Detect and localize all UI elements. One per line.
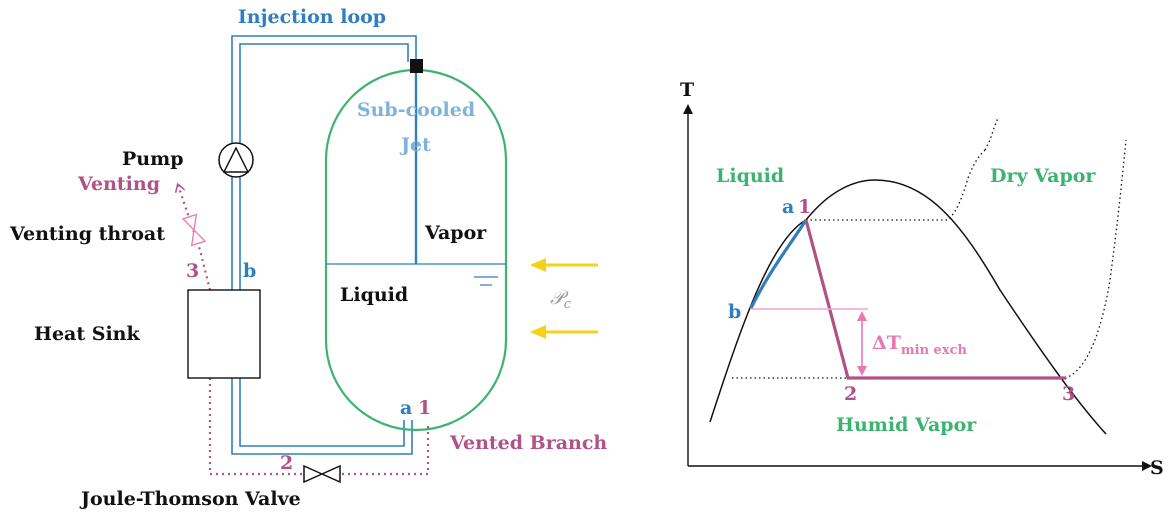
venting-line: [178, 185, 212, 291]
venting-label: Venting: [77, 173, 160, 195]
heat-power-subscript: c: [564, 297, 572, 312]
injection-nozzle: [410, 59, 423, 73]
venting-throat-valve: [181, 213, 207, 247]
joule-thomson-valve-icon: [303, 464, 341, 484]
pump-label: Pump: [122, 148, 184, 170]
liquid-region-label: Liquid: [716, 165, 784, 187]
pump-icon: [218, 142, 254, 178]
injection-loop-label: Injection loop: [238, 6, 386, 28]
heat-power-label: 𝒫c: [550, 287, 572, 312]
expansion-path: [804, 219, 1066, 380]
heat-sink-box: [187, 289, 261, 379]
isobar-high-ext: [984, 117, 999, 151]
dry-vapor-label: Dry Vapor: [990, 165, 1096, 187]
ts-diagram: T S Liquid Dry Vapor Humid Vapor a 1 b 2…: [680, 79, 1164, 479]
point-1-left: 1: [418, 397, 431, 419]
isobar-high: [806, 149, 986, 221]
vented-branch-line: [208, 378, 430, 476]
vapor-label: Vapor: [424, 222, 487, 244]
point-a-left: a: [400, 397, 412, 419]
t-axis-label: T: [680, 79, 694, 101]
cryogenic-system-diagram: Injection loop Sub-cooled Jet Vapor Liqu…: [9, 6, 607, 510]
point-3-left: 3: [186, 260, 199, 282]
point-b-left: b: [243, 260, 256, 282]
joule-thomson-label: Joule-Thomson Valve: [79, 488, 301, 510]
liquid-subcooling-segment: [749, 219, 808, 309]
liquid-label: Liquid: [340, 284, 408, 306]
heat-sink-label: Heat Sink: [34, 323, 140, 345]
tank: [324, 68, 508, 432]
point-3-right: 3: [1062, 383, 1075, 405]
point-2-right: 2: [844, 383, 857, 405]
delta-t-subscript: min exch: [901, 343, 968, 358]
humid-vapor-label: Humid Vapor: [836, 414, 977, 436]
vented-branch-label: Vented Branch: [449, 432, 607, 454]
point-2-left: 2: [280, 452, 293, 474]
point-a-right: a: [782, 196, 794, 218]
delta-t-symbol: ΔT: [872, 332, 901, 354]
point-b-right: b: [728, 301, 741, 323]
point-1-right: 1: [798, 196, 811, 218]
venting-throat-label: Venting throat: [9, 223, 165, 245]
sub-cooled-label: Sub-cooled: [357, 99, 475, 121]
jet-label: Jet: [399, 134, 431, 156]
saturation-dome: [709, 179, 1107, 435]
s-axis-label: S: [1150, 457, 1164, 479]
delta-t-label: ΔTmin exch: [872, 332, 967, 358]
